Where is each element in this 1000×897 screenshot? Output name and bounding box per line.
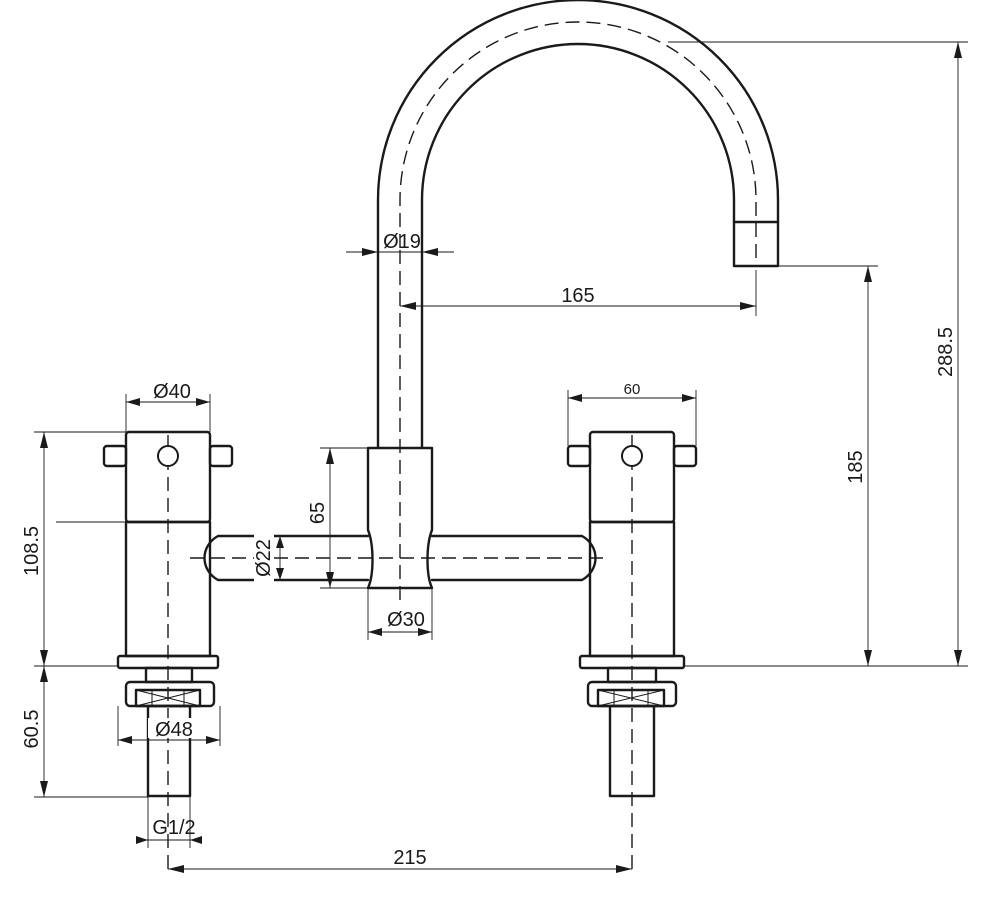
dimension-labels: 288.5 185 165 Ø19 Ø40 60 108.5 60.5 65 Ø…: [21, 231, 957, 869]
right-valve: [566, 430, 698, 798]
extension-lines: [34, 41, 968, 848]
left-shank-upper: [144, 666, 194, 684]
shank-length-label: 60.5: [21, 710, 43, 749]
dimension-lines: [40, 42, 962, 873]
right-locknut: [596, 688, 666, 708]
tap-centres-label: 215: [393, 847, 426, 869]
right-shank: [608, 704, 656, 798]
bridge-left: [203, 534, 370, 582]
left-valve: [102, 430, 234, 798]
spout-height-label: 288.5: [935, 327, 957, 377]
right-shank-upper: [606, 666, 658, 684]
left-handle-indicator: [157, 445, 179, 467]
left-shank: [146, 704, 192, 798]
body-diameter-label: Ø30: [387, 609, 425, 631]
bridge-pipe: [203, 534, 597, 582]
thread-size-label: G1/2: [152, 817, 195, 839]
handle-width-label: 60: [624, 381, 641, 398]
left-handle-arm-right: [208, 444, 234, 468]
center-lines: [167, 21, 757, 875]
spout-tube-diameter-label: Ø19: [383, 231, 421, 253]
outlet-height-label: 185: [845, 450, 867, 483]
spout-tube: [376, 0, 780, 450]
washer-diameter-label: Ø48: [155, 719, 193, 741]
valve-diameter-label: Ø40: [153, 381, 191, 403]
bridge-diameter-label: Ø22: [253, 539, 275, 577]
spout: [376, 0, 780, 450]
right-handle-indicator: [621, 445, 643, 467]
bridge-height-label: 65: [307, 502, 329, 524]
right-handle-arm-left: [566, 444, 592, 468]
left-handle-arm-left: [102, 444, 128, 468]
valve-height-label: 108.5: [21, 526, 43, 576]
bridge-right: [430, 534, 597, 582]
spout-reach-label: 165: [561, 285, 594, 307]
right-handle-arm-right: [672, 444, 698, 468]
